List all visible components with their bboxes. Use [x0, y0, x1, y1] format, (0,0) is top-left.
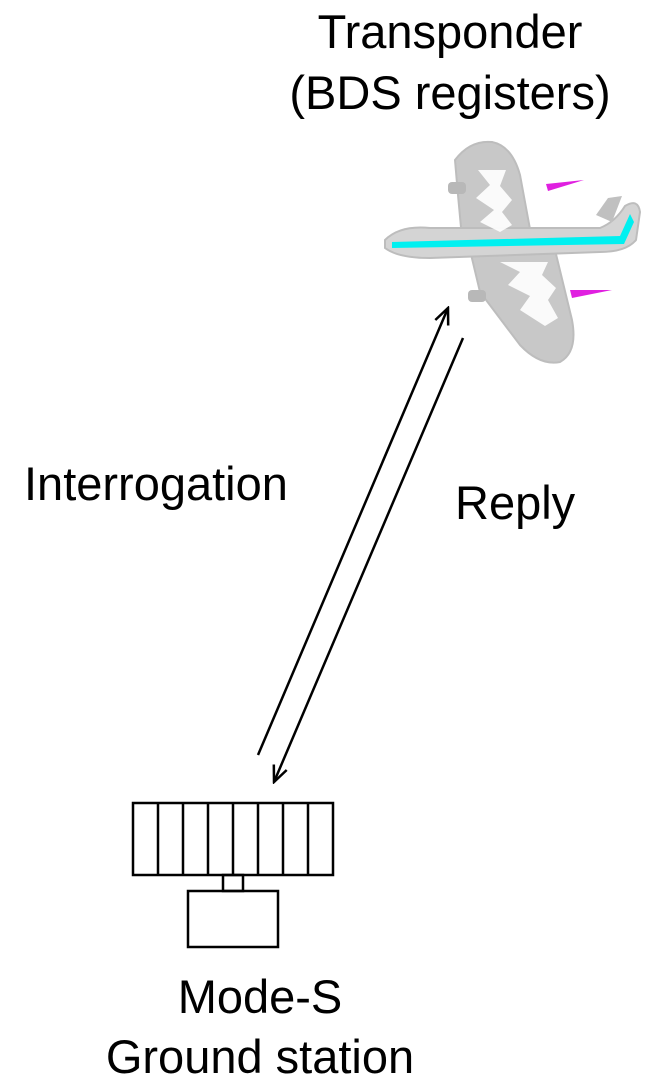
aircraft-lower-wing	[468, 249, 575, 364]
antenna-array-icon	[131, 801, 335, 877]
reply-arrow	[274, 337, 465, 782]
aircraft-wing-pattern	[476, 170, 512, 232]
transponder-title: Transponder	[317, 5, 583, 58]
aircraft-lower-wing-pattern	[500, 262, 558, 326]
aircraft-engine-top	[448, 182, 466, 194]
aircraft-icon	[384, 140, 642, 364]
receiver-box-icon	[186, 889, 280, 949]
aircraft-stripe	[392, 214, 634, 248]
reply-label: Reply	[455, 476, 576, 529]
interrogation-label: Interrogation	[24, 457, 288, 510]
aircraft-exhaust-top	[546, 180, 584, 191]
ground-station-subtitle: Ground station	[105, 1030, 415, 1083]
ground-station-title: Mode-S	[177, 970, 343, 1023]
aircraft-tail	[596, 196, 622, 222]
antenna-mast	[221, 873, 245, 893]
transponder-subtitle: (BDS registers)	[289, 66, 611, 119]
interrogation-arrow	[256, 308, 448, 756]
aircraft-engine-bottom	[468, 290, 486, 302]
aircraft-exhaust-bottom	[570, 290, 612, 298]
